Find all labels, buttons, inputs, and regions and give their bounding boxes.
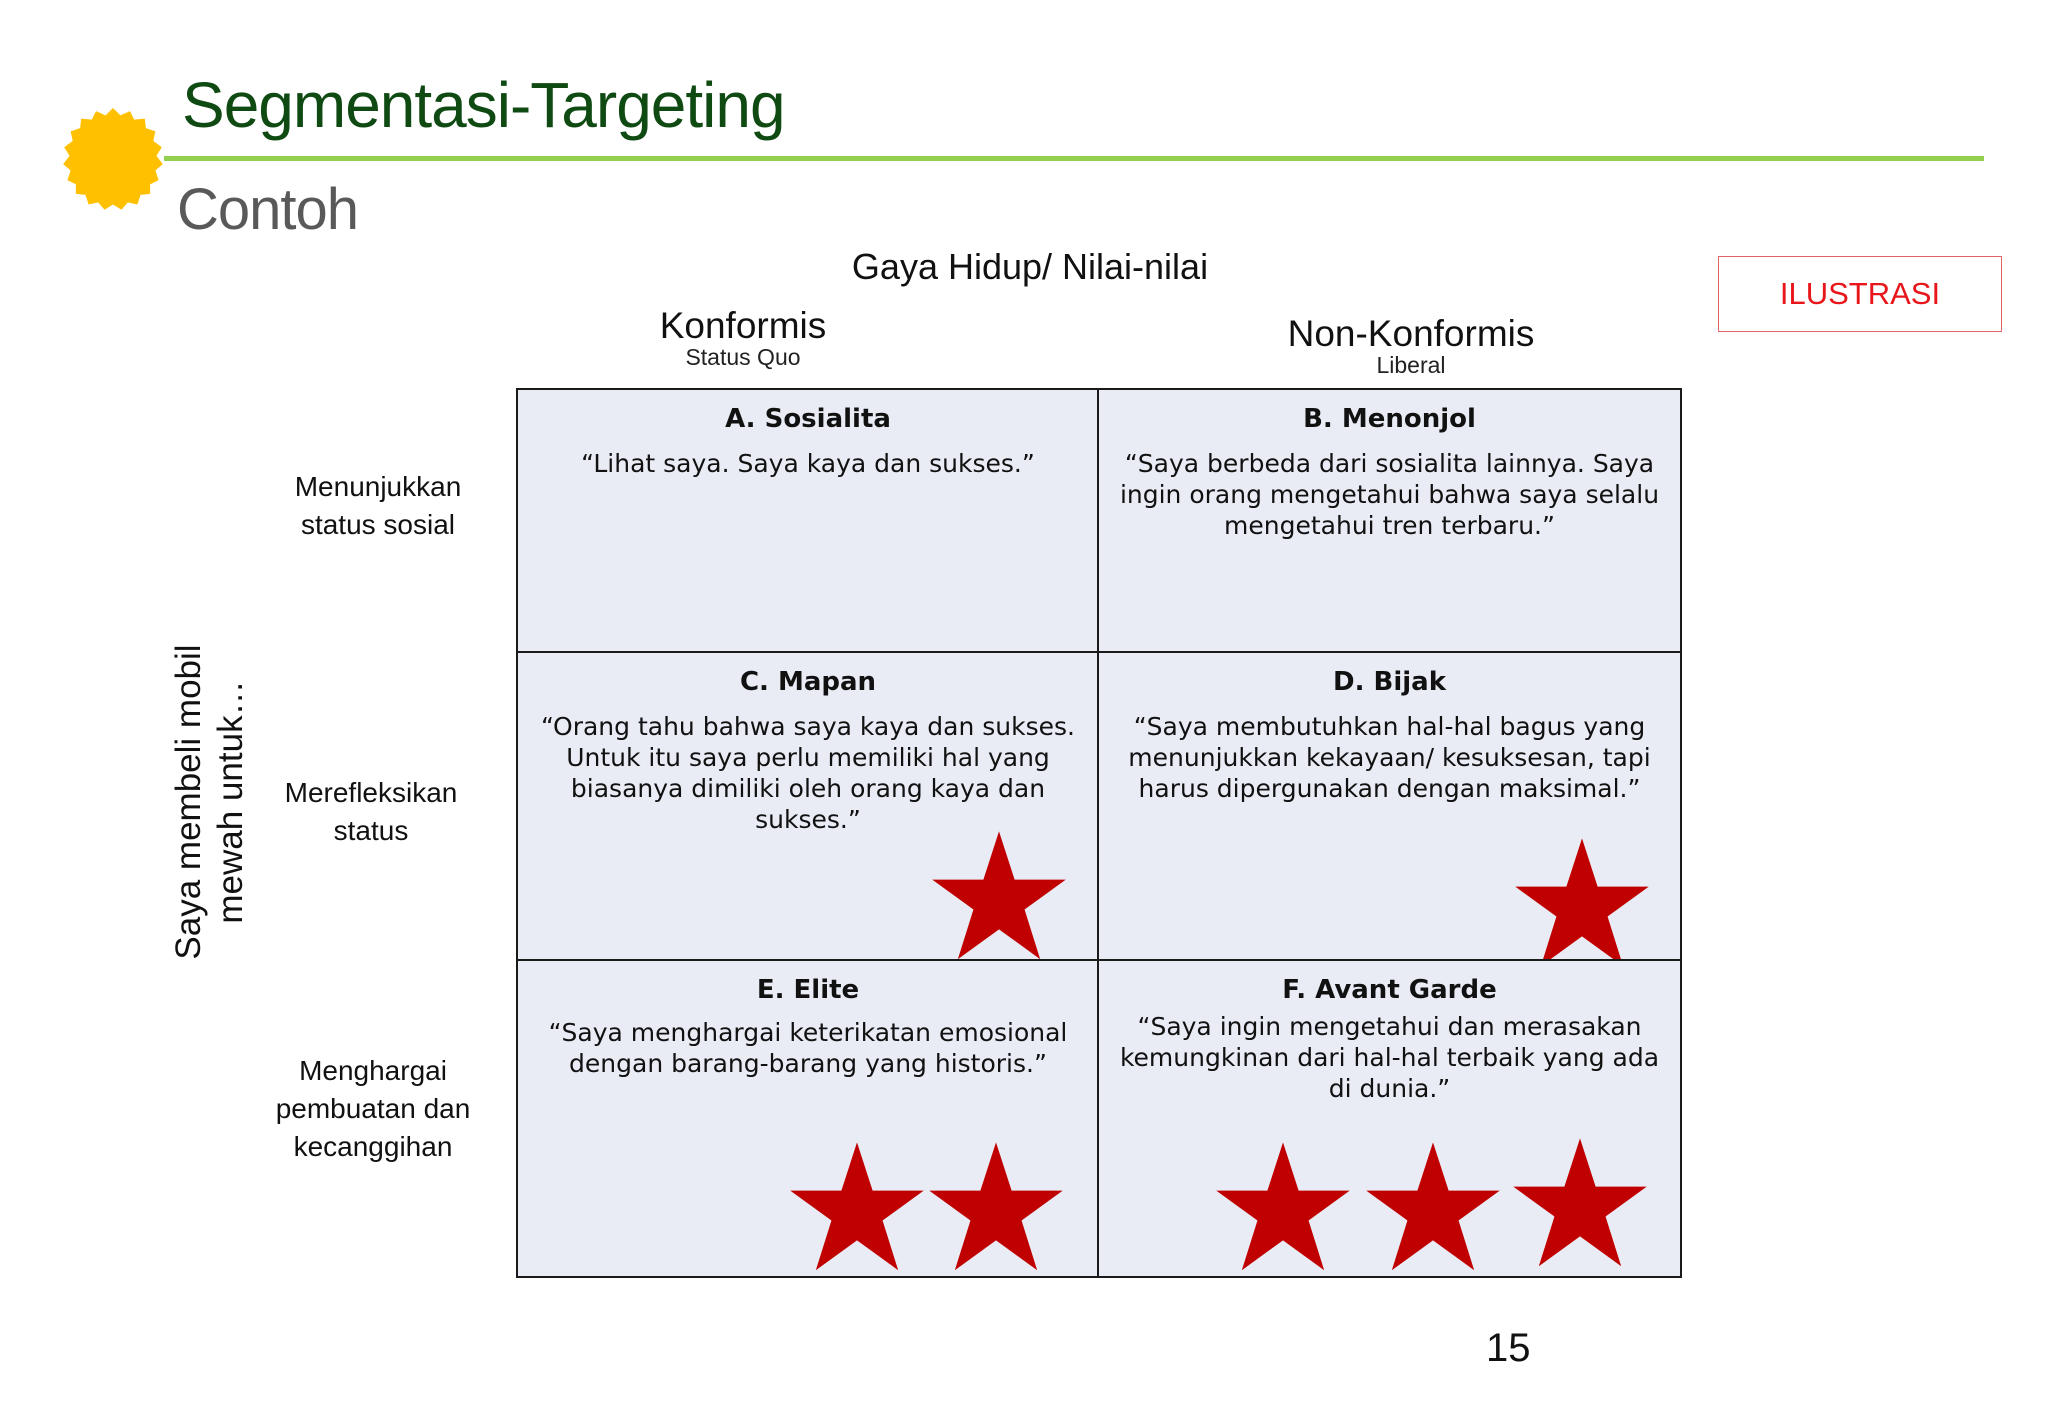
column-label: Konformis <box>659 305 827 346</box>
cell-title: D. Bijak <box>1333 667 1446 697</box>
cell-quote: “Saya menghargai keterikatan emosional d… <box>548 1018 1068 1078</box>
sun-disc <box>70 118 156 204</box>
row-label-line: Menghargai <box>299 1055 447 1086</box>
side-axis-title: Saya membeli mobil mewah untuk… <box>168 622 252 982</box>
cell-title: F. Avant Garde <box>1282 975 1497 1005</box>
cell-quote: “Orang tahu bahwa saya kaya dan sukses. … <box>540 712 1076 834</box>
illustration-badge: ILUSTRASI <box>1718 256 2002 332</box>
column-sublabel: Status Quo <box>685 344 801 370</box>
cell-title: B. Menonjol <box>1303 404 1476 434</box>
cell-menonjol: B. Menonjol “Saya berbeda dari sosialita… <box>1097 388 1682 654</box>
cell-bijak: D. Bijak “Saya membutuhkan hal-hal bagus… <box>1097 651 1682 967</box>
title-underline <box>164 156 1984 161</box>
cell-title: A. Sosialita <box>725 404 891 434</box>
star-icon <box>1366 1142 1500 1271</box>
cell-quote: “Lihat saya. Saya kaya dan sukses.” <box>581 449 1035 478</box>
row-label-line: Merefleksikan <box>284 777 458 808</box>
star-icon <box>932 831 1066 960</box>
cell-avant-garde: F. Avant Garde “Saya ingin mengetahui da… <box>1097 959 1682 1278</box>
cell-title: E. Elite <box>756 975 860 1005</box>
star-icon <box>790 1142 924 1271</box>
row-label-line: pembuatan dan <box>275 1093 471 1124</box>
row-label-line: kecanggihan <box>293 1131 453 1162</box>
slide-subtitle: Contoh <box>177 177 359 242</box>
row-label-merefleksikan: Merefleksikan status <box>266 774 476 850</box>
column-heading-non-konformis: Non-Konformis Liberal <box>1221 313 1601 378</box>
row-label-status-sosial: Menunjukkan status sosial <box>273 468 483 544</box>
column-sublabel: Liberal <box>1376 352 1446 378</box>
row-label-menghargai: Menghargai pembuatan dan kecanggihan <box>268 1052 478 1166</box>
cell-quote: “Saya membutuhkan hal-hal bagus yang men… <box>1128 712 1651 803</box>
top-axis-title: Gaya Hidup/ Nilai-nilai <box>851 246 1209 287</box>
cell-title: C. Mapan <box>739 667 877 697</box>
page-number: 15 <box>1486 1326 1531 1370</box>
side-axis-line: mewah untuk… <box>211 680 250 924</box>
cell-quote: “Saya berbeda dari sosialita lainnya. Sa… <box>1119 449 1660 540</box>
segment-matrix: A. Sosialita “Lihat saya. Saya kaya dan … <box>516 388 1682 1278</box>
star-icon <box>929 1142 1063 1271</box>
column-label: Non-Konformis <box>1287 313 1535 354</box>
star-icon <box>1216 1142 1350 1271</box>
cell-mapan: C. Mapan “Orang tahu bahwa saya kaya dan… <box>516 651 1100 962</box>
star-icon <box>1513 1138 1647 1267</box>
cell-quote: “Saya ingin mengetahui dan merasakan kem… <box>1119 1012 1660 1103</box>
cell-elite: E. Elite “Saya menghargai keterikatan em… <box>516 959 1100 1278</box>
star-icon <box>1515 838 1649 967</box>
row-label-line: status sosial <box>300 509 456 540</box>
row-label-line: status <box>333 815 409 846</box>
column-heading-konformis: Konformis Status Quo <box>553 305 933 370</box>
sun-icon <box>63 108 163 210</box>
cell-sosialita: A. Sosialita “Lihat saya. Saya kaya dan … <box>516 388 1100 654</box>
slide-title: Segmentasi-Targeting <box>182 69 786 141</box>
row-label-line: Menunjukkan <box>294 471 462 502</box>
side-axis-line: Saya membeli mobil <box>169 644 208 960</box>
